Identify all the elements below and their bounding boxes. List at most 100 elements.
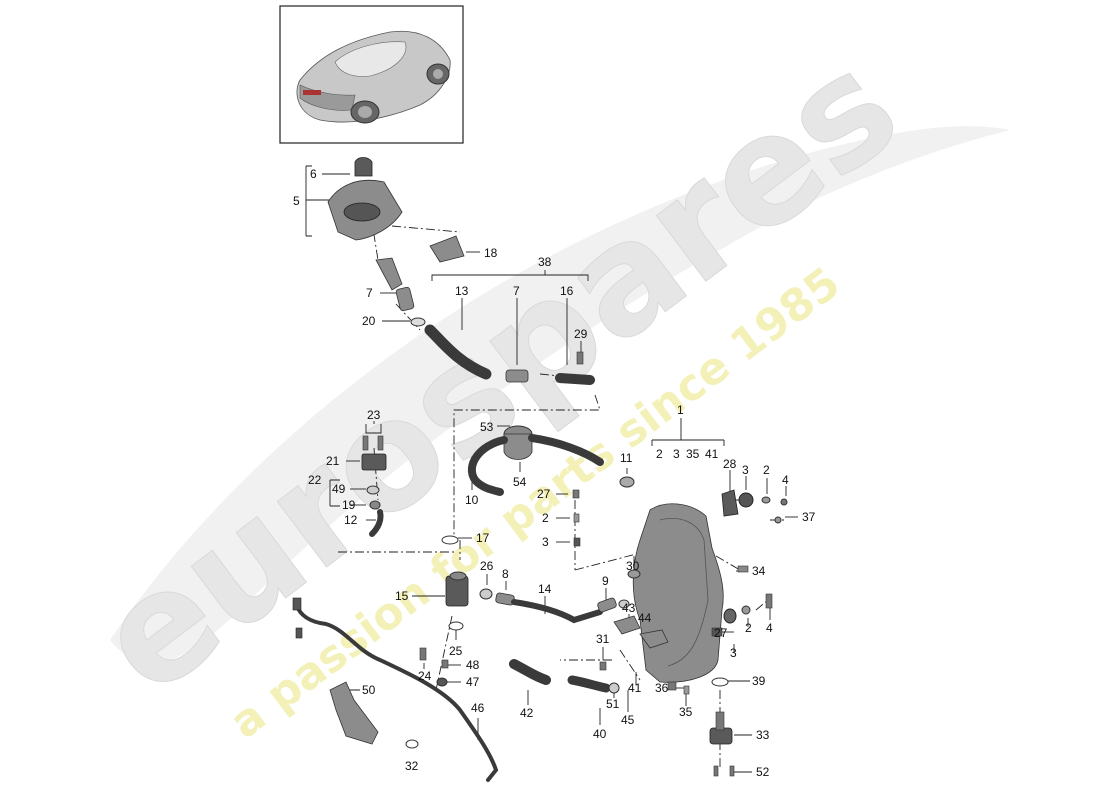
callout-43: 43 [622,601,636,615]
part-46-pipe [294,602,499,782]
callout-1-row-3: 3 [673,447,680,461]
callout-52: 52 [756,765,770,779]
callout-6: 6 [310,167,317,181]
part-31-clip [599,661,607,671]
part-20-clamp [410,317,426,327]
part-18-bracket [429,235,465,263]
car-thumbnail [279,5,464,144]
part-32-seal [405,739,419,749]
callout-4-top-right: 4 [782,473,789,487]
part-44-bracket [639,629,669,649]
callout-23: 23 [367,408,381,422]
callout-54: 54 [513,475,527,489]
callout-51: 51 [606,697,620,711]
part-4-nut [780,498,788,506]
part-9-coupling [597,597,617,613]
callout-3-top-right: 3 [742,463,749,477]
callout-1-row-41: 41 [705,447,719,461]
part-50-bracket [329,681,379,745]
callout-41: 41 [628,681,642,695]
callout-48: 48 [466,658,480,672]
callout-14: 14 [538,582,552,596]
part-6-cap [354,157,373,177]
watermark-brand: eurospares [67,19,929,729]
part-30-grommet [627,569,641,579]
callout-45: 45 [621,713,635,727]
part-17-seal [441,535,459,545]
callout-27-right: 27 [714,626,728,640]
part-23-screw-a [362,435,369,451]
part-36-screw [667,681,677,691]
part-7-coupling-mid [505,369,529,383]
part-49-seal [366,485,380,495]
callout-17: 17 [476,531,490,545]
part-10-hose [467,436,508,496]
part-21-valve [361,453,387,471]
part-48-screw [441,659,449,669]
callout-32: 32 [405,759,419,773]
part-19-nut [369,500,381,510]
part-11-grommet [619,476,635,488]
callout-33: 33 [756,728,770,742]
callout-3-right: 3 [730,646,737,660]
callout-42: 42 [520,706,534,720]
part-24-screw [419,647,427,661]
callout-38: 38 [538,255,552,269]
part-51-clamp [608,682,620,694]
part-27-bolt-right [711,627,723,637]
part-27-bolt [572,489,580,499]
callout-31: 31 [596,632,610,646]
callout-46: 46 [471,701,485,715]
part-3-bushing-right [723,608,737,624]
callout-50: 50 [362,683,376,697]
part-15-valve [445,575,469,607]
part-52-screw-a [713,765,719,777]
callout-4-right: 4 [766,621,773,635]
callout-1-row-2: 2 [656,447,663,461]
callout-28: 28 [723,457,737,471]
part-35-clip [683,685,690,695]
callout-2-right: 2 [745,621,752,635]
callout-7-mid: 7 [513,284,520,298]
callout-24: 24 [418,669,432,683]
callout-20: 20 [362,314,376,328]
part-7-coupling [395,286,415,312]
callout-39: 39 [752,674,766,688]
part-34-clip [737,565,749,573]
part-39-seal [711,677,729,687]
part-37-clip [774,516,782,524]
callout-49: 49 [332,482,346,496]
callout-25: 25 [449,644,463,658]
part-47-nut [436,677,448,687]
part-2-washer [761,496,771,504]
part-52-screw-b [729,765,735,777]
part-33-sender [709,727,733,745]
callout-15: 15 [395,589,409,603]
part-42-hose [509,659,551,685]
callout-44: 44 [638,611,652,625]
callout-12: 12 [344,513,358,527]
callout-27-left: 27 [537,487,551,501]
callout-10: 10 [465,493,479,507]
callout-30: 30 [626,559,640,573]
watermark-swoosh [110,126,1010,663]
callout-16: 16 [560,284,574,298]
callout-5: 5 [293,194,300,208]
part-25-seal [448,621,464,631]
part-26-clamp [479,588,493,600]
part-3-bushing [738,492,754,508]
callout-40: 40 [593,727,607,741]
callout-13: 13 [455,284,469,298]
part-29-screw [576,351,584,365]
callout-labels: 6 5 18 38 7 13 7 16 20 29 23 21 22 49 19… [293,167,816,779]
callout-37: 37 [802,510,816,524]
callout-34: 34 [752,564,766,578]
part-40-hose [567,675,611,693]
callout-7-left: 7 [366,286,373,300]
callout-1-row-35: 35 [686,447,700,461]
callout-53: 53 [480,420,494,434]
callout-47: 47 [466,675,480,689]
callout-35: 35 [679,705,693,719]
